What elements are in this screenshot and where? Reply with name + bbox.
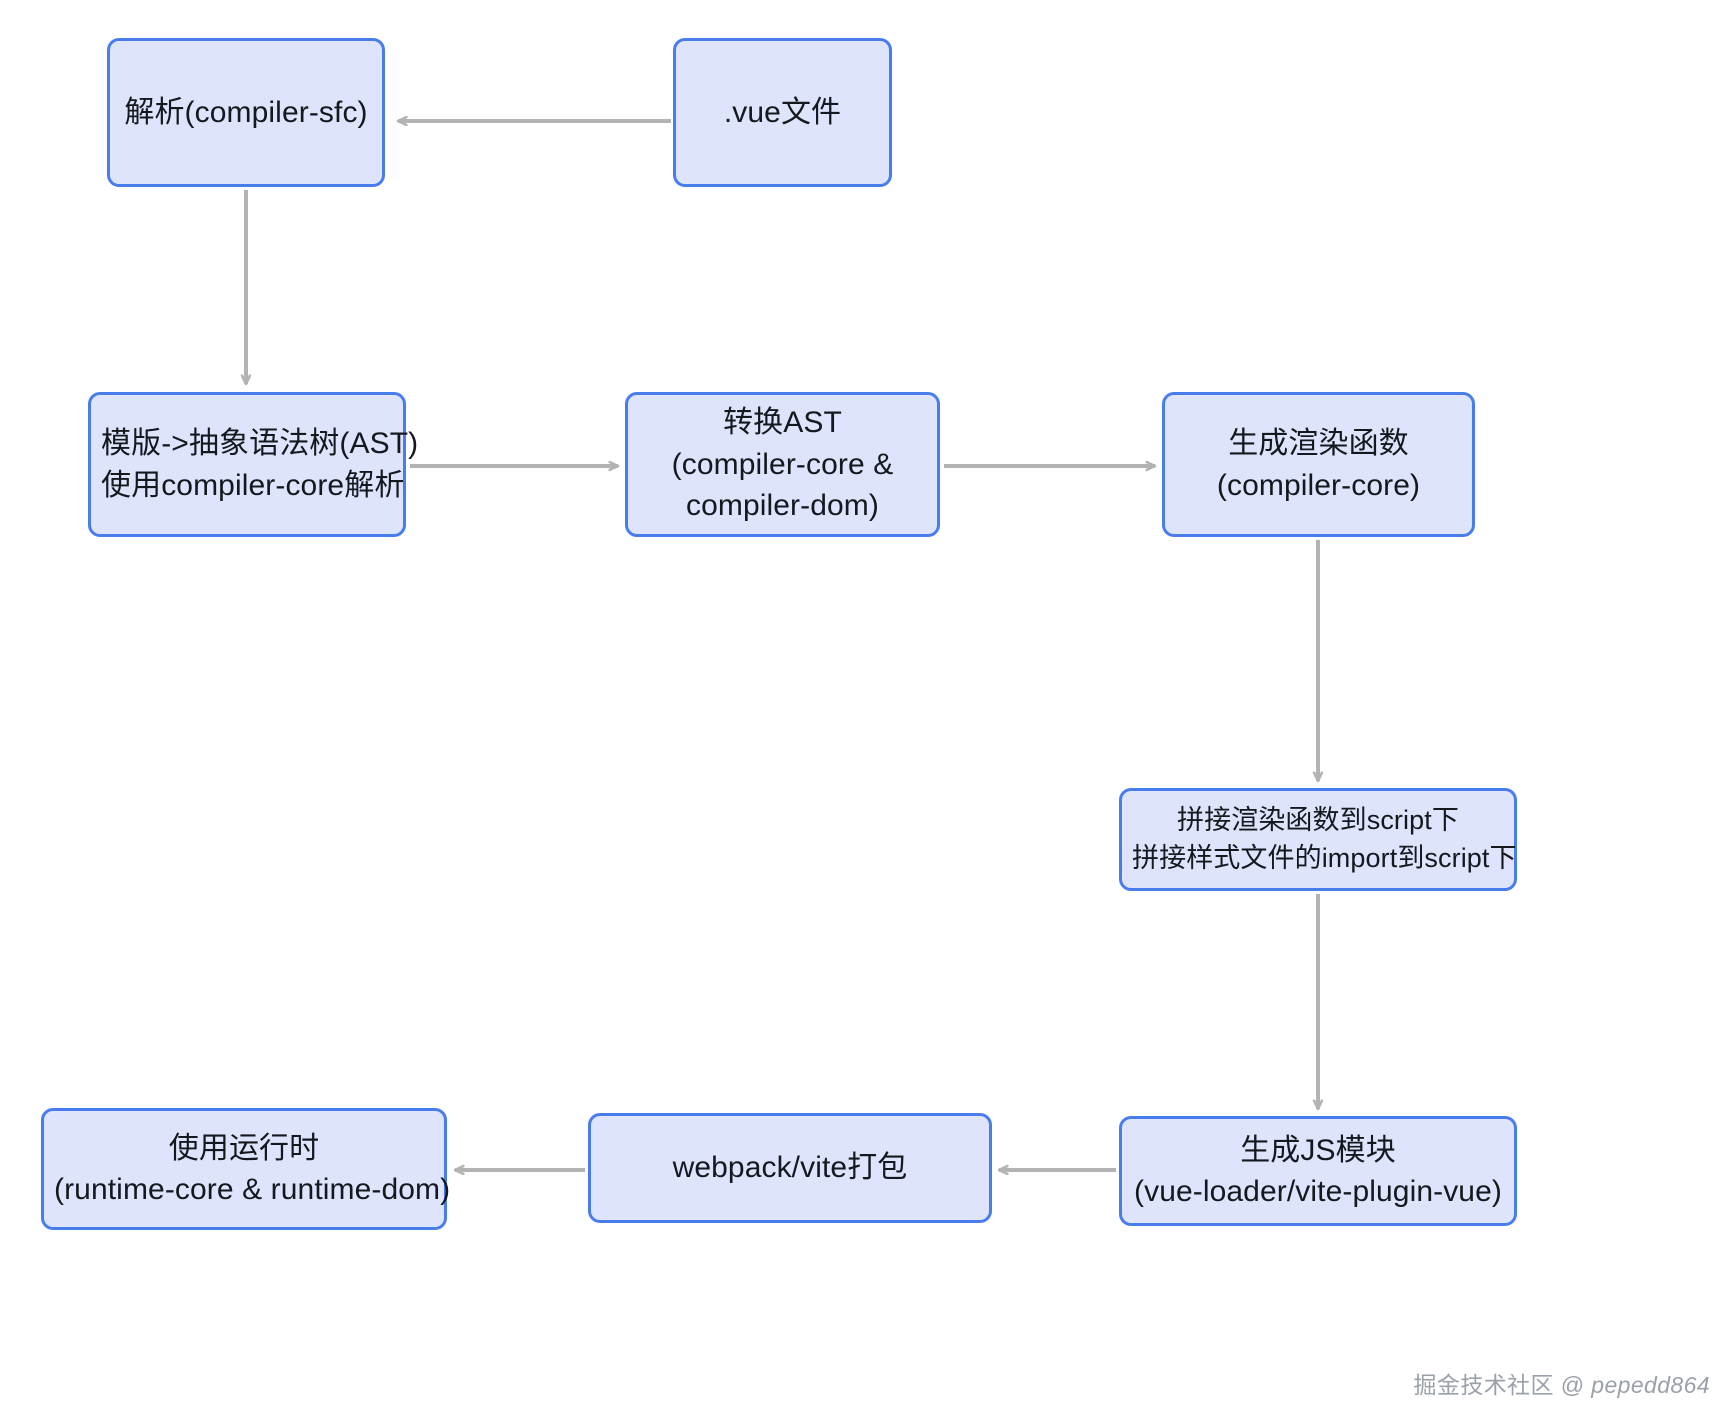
node-label-line: (compiler-core) <box>1216 468 1421 502</box>
node-label-line: 生成JS模块 <box>1240 1133 1396 1167</box>
node-label-line: 模版->抽象语法树(AST) <box>101 427 419 461</box>
node-label-line: 拼接渲染函数到script下 <box>1177 805 1459 836</box>
node-label-group: 使用运行时 (runtime-core & runtime-dom) <box>54 1128 451 1211</box>
node-label-line: webpack/vite打包 <box>672 1151 908 1185</box>
node-label-line: 生成渲染函数 <box>1228 427 1409 461</box>
node-label-group: 生成渲染函数 (compiler-core) <box>1175 423 1462 506</box>
node-label-group: 解析(compiler-sfc) <box>120 92 372 133</box>
node-label-line: .vue文件 <box>723 95 842 129</box>
node-generate-render-fn[interactable]: 生成渲染函数 (compiler-core) <box>1162 392 1475 537</box>
node-label-group: 模版->抽象语法树(AST) 使用compiler-core解析 <box>101 423 419 506</box>
watermark: 掘金技术社区 @ pepedd864 <box>1414 1366 1710 1400</box>
node-label-line: 使用运行时 <box>168 1131 320 1165</box>
node-label-line: 解析(compiler-sfc) <box>124 95 368 129</box>
node-label-line: (compiler-core & <box>671 447 894 481</box>
node-runtime[interactable]: 使用运行时 (runtime-core & runtime-dom) <box>41 1108 451 1230</box>
node-label-group: 转换AST (compiler-core & compiler-dom) <box>638 402 927 526</box>
node-bundler[interactable]: webpack/vite打包 <box>588 1113 992 1223</box>
node-label-group: 拼接渲染函数到script下 拼接样式文件的import到script下 <box>1132 802 1517 877</box>
node-label-line: 转换AST <box>723 406 842 440</box>
node-label-line: 使用compiler-core解析 <box>101 468 405 502</box>
node-label-line: (vue-loader/vite-plugin-vue) <box>1134 1175 1502 1208</box>
node-label-group: webpack/vite打包 <box>601 1147 979 1188</box>
node-parse-sfc[interactable]: 解析(compiler-sfc) <box>107 38 385 187</box>
node-transform-ast[interactable]: 转换AST (compiler-core & compiler-dom) <box>625 392 940 537</box>
node-label-group: .vue文件 <box>686 92 879 133</box>
watermark-prefix: 掘金技术社区 @ <box>1413 1372 1592 1398</box>
node-template-to-ast[interactable]: 模版->抽象语法树(AST) 使用compiler-core解析 <box>88 392 419 537</box>
node-label-line: compiler-dom) <box>685 489 879 523</box>
node-generate-js-module[interactable]: 生成JS模块 (vue-loader/vite-plugin-vue) <box>1119 1116 1517 1226</box>
watermark-handle: pepedd864 <box>1591 1372 1710 1398</box>
node-label-line: 拼接样式文件的import到script下 <box>1132 842 1517 873</box>
node-concat-script[interactable]: 拼接渲染函数到script下 拼接样式文件的import到script下 <box>1119 788 1517 891</box>
node-vue-file[interactable]: .vue文件 <box>673 38 892 187</box>
node-label-group: 生成JS模块 (vue-loader/vite-plugin-vue) <box>1132 1130 1504 1213</box>
node-label-line: (runtime-core & runtime-dom) <box>54 1173 451 1206</box>
